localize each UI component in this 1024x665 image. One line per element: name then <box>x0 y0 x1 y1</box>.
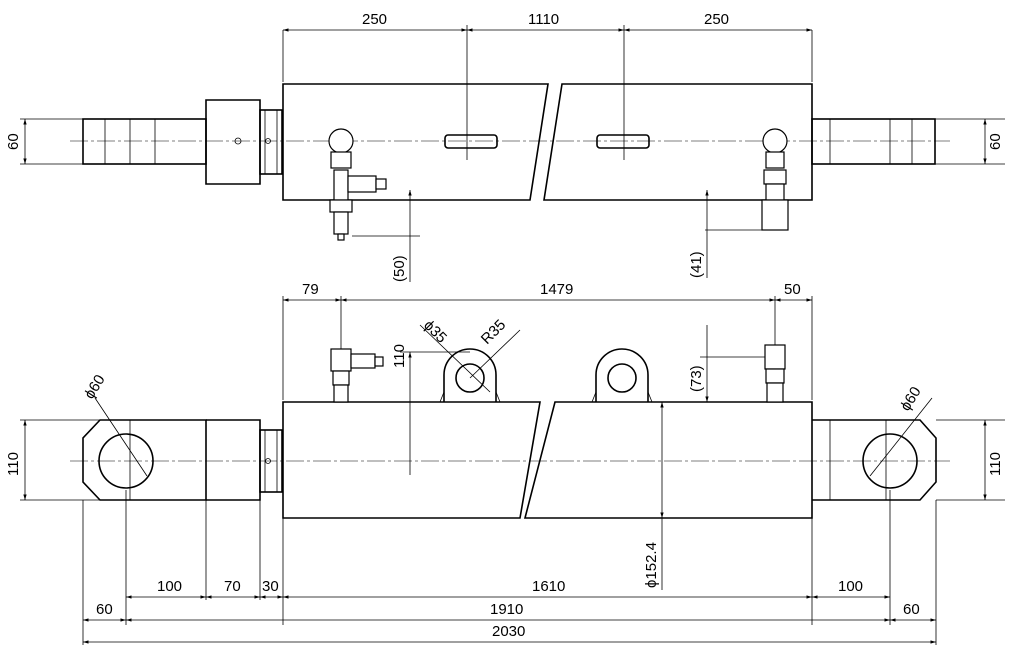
dim-top-1110: 1110 <box>528 11 559 28</box>
dim-bottom-2030: 2030 <box>492 623 525 640</box>
dim-front-r35: R35 <box>478 316 509 347</box>
dim-bottom-100-right: 100 <box>838 578 863 595</box>
front-view: 79 1479 50 ϕ60 110 ϕ35 <box>5 281 1005 645</box>
dim-top-50: (50) <box>391 255 408 282</box>
dim-bottom-70: 70 <box>224 578 241 595</box>
dim-front-110-left: 110 <box>5 452 22 476</box>
dim-bottom-1610: 1610 <box>532 578 565 595</box>
dim-front-1479: 1479 <box>540 281 573 298</box>
dim-bottom-100-left: 100 <box>157 578 182 595</box>
top-view: 250 1110 250 60 <box>5 11 1005 282</box>
dim-top-41: (41) <box>688 251 705 278</box>
dim-top-right-250: 250 <box>704 11 729 28</box>
dim-front-79: 79 <box>302 281 319 298</box>
dim-bottom-30: 30 <box>262 578 279 595</box>
dim-bottom-60-right: 60 <box>903 601 920 618</box>
dim-bottom-60-left: 60 <box>96 601 113 618</box>
dim-front-110-lug: 110 <box>391 344 408 368</box>
dim-front-phi35: ϕ35 <box>420 317 450 347</box>
dim-top-left-60: 60 <box>5 133 22 150</box>
dim-front-phi60-left: ϕ60 <box>81 372 109 402</box>
dim-front-phi152: ϕ152.4 <box>643 542 660 588</box>
dim-bottom-1910: 1910 <box>490 601 523 618</box>
dim-front-50: 50 <box>784 281 801 298</box>
dim-top-left-250: 250 <box>362 11 387 28</box>
dim-front-73: (73) <box>688 365 705 392</box>
dim-front-110-right: 110 <box>987 452 1004 476</box>
dim-top-right-60: 60 <box>987 133 1004 150</box>
dim-front-phi60-right: ϕ60 <box>897 384 925 414</box>
